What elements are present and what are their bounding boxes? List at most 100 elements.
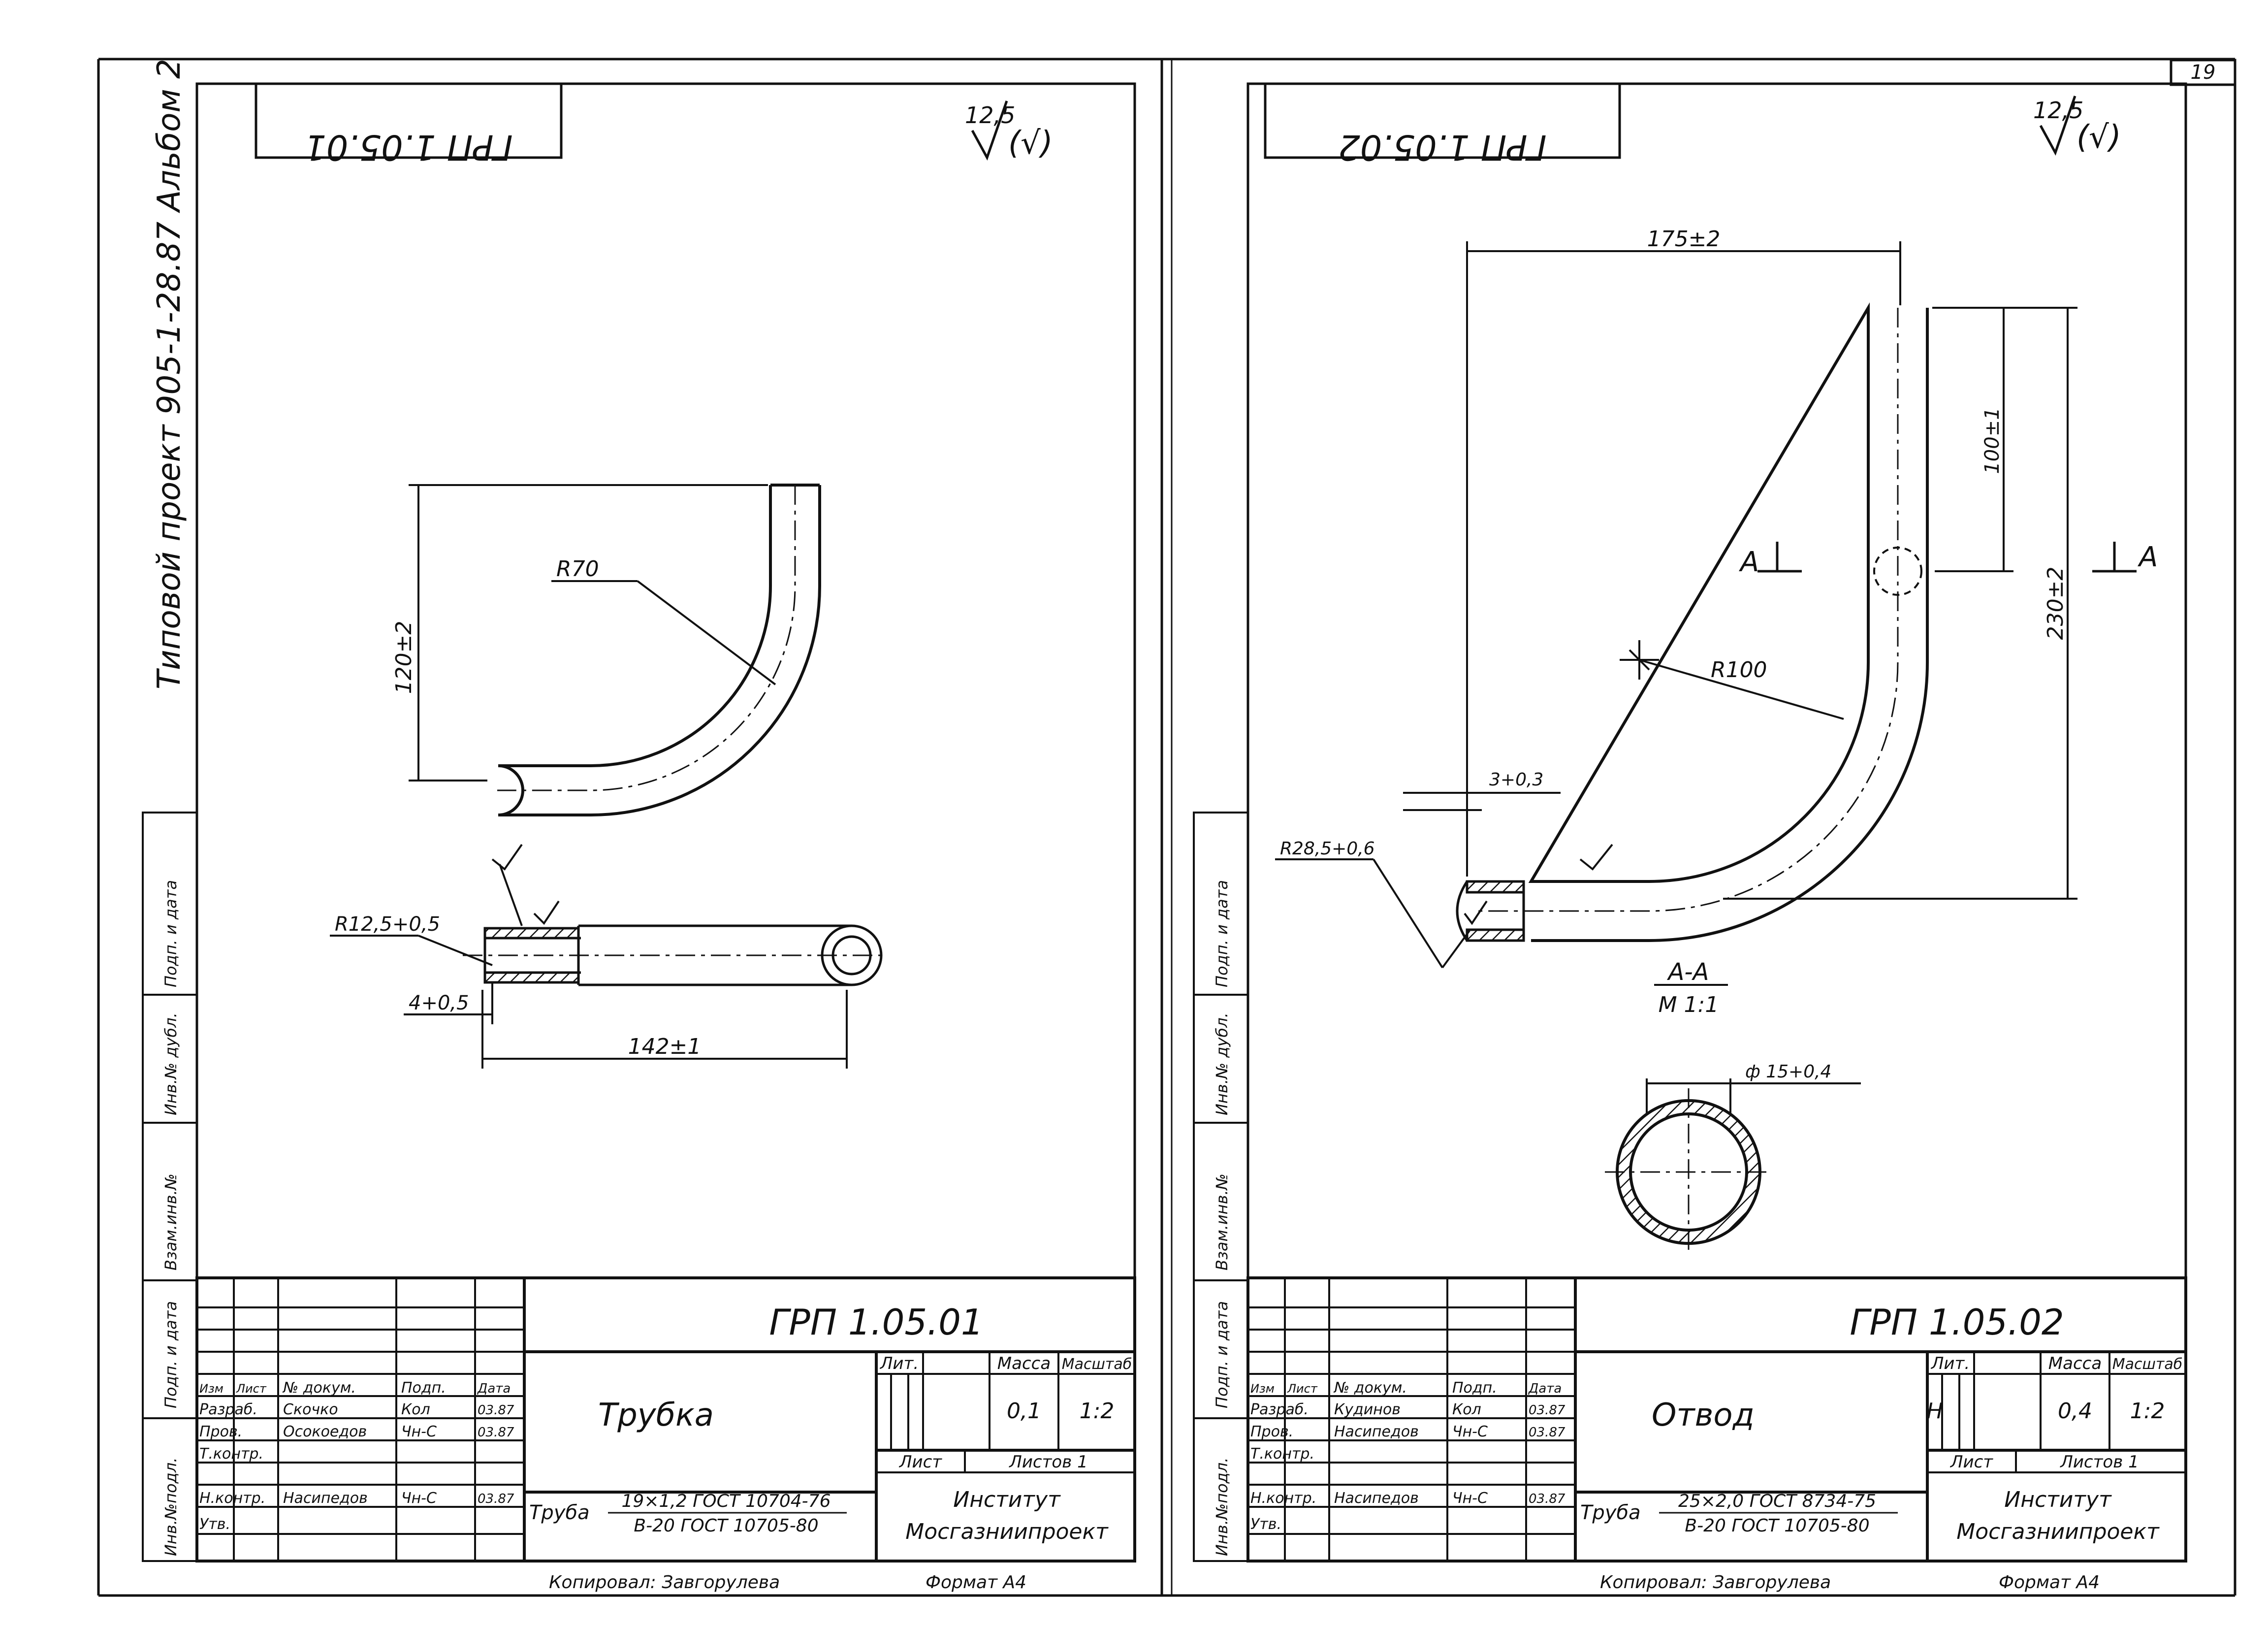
row-name-right-2: Насипедов [1334,1423,1419,1440]
format-right: Формат А4 [1999,1572,2100,1593]
part-name-left: Трубка [598,1397,714,1433]
stamp-label-left-1: Инв.№подл. [161,1458,180,1556]
row-sign-right-1: Кол [1452,1401,1481,1418]
row-name-left-1: Скочко [283,1401,338,1418]
material-top-left: 19×1,2 ГОСТ 10704-76 [622,1491,831,1511]
row-sign-left-2: Чн-С [401,1423,437,1440]
hdr-list-left: Лист [236,1382,267,1396]
top-code-box-left [255,82,563,159]
bent-tube-left [497,484,821,816]
dim-top-length-right [1466,241,1901,877]
hdr-izm-right: Изм [1250,1382,1275,1396]
copied-by-right: Копировал: Завгорулева [1600,1572,1831,1593]
stamp-label-right-3: Взам.инв.№ [1213,1173,1231,1270]
roughness-suffix-right: (√) [2076,119,2121,156]
doc-code-left: ГРП 1.05.01 [769,1302,983,1343]
dim-end-radius-label-right: R28,5+0,6 [1280,839,1375,859]
side-project-text: Типовой проект 905-1-28.87 Альбом 2 [151,59,188,689]
dim-offset-right [1403,792,1561,811]
outer-frame [97,58,2236,1597]
row-date-right-4: 03.87 [1529,1492,1565,1506]
title-block-left [195,1276,1136,1563]
dim-vertical-small-label-right: 100±1 [1981,407,2004,474]
dim-height-label-left: 120±2 [391,621,416,694]
dim-end-radius-label-left: R12,5+0,5 [335,913,440,936]
hdr-date-left: Дата [477,1381,511,1396]
top-code-box-right [1264,82,1621,159]
hdr-date-right: Дата [1528,1381,1562,1396]
section-mark-left-right: А [1739,546,1759,578]
dim-radius-label-left: R70 [556,556,599,582]
mass-label-right: Масса [2048,1354,2102,1373]
scale-label-left: Масштаб [1062,1356,1132,1373]
section-label-right: А-А [1667,958,1709,986]
title-block-right [1246,1276,2187,1563]
format-left: Формат А4 [926,1572,1026,1593]
weld-marks-left [491,844,560,926]
lit-label-left: Лит. [879,1354,919,1373]
stamp-label-left-5: Подп. и дата [161,880,180,987]
mass-value-left: 0,1 [1007,1399,1041,1424]
row-sign-left-1: Кол [401,1401,430,1418]
hdr-izm-left: Изм [199,1382,224,1396]
sheet-label-left: Лист [898,1452,942,1472]
mass-value-right: 0,4 [2058,1399,2092,1424]
row-name-left-4: Насипедов [283,1490,368,1507]
dim-top-length-label-right: 175±2 [1647,227,1721,252]
row-date-right-2: 03.87 [1529,1425,1565,1440]
row-date-right-1: 03.87 [1529,1403,1565,1418]
dim-offset-label-left: 4+0,5 [409,992,469,1014]
part-name-right: Отвод [1652,1397,1755,1433]
hdr-doc-right: № докум. [1333,1379,1407,1397]
page-number: 19 [2191,61,2216,84]
org-name-1-right: Институт [2004,1487,2112,1512]
dim-height-left [409,484,768,781]
row-date-left-4: 03.87 [478,1492,514,1506]
doc-code-right: ГРП 1.05.02 [1850,1302,2064,1343]
row-role-right-2: Пров. [1250,1423,1293,1440]
org-name-1-left: Институт [953,1487,1061,1512]
stamp-label-right-5: Подп. и дата [1213,880,1231,987]
copied-by-left: Копировал: Завгорулева [549,1572,780,1593]
mass-label-left: Масса [997,1354,1051,1373]
stamp-label-right-4: Инв.№ дубл. [1213,1012,1231,1115]
row-role-right-1: Разраб. [1250,1401,1309,1418]
material-top-right: 25×2,0 ГОСТ 8734-75 [1678,1491,1876,1511]
row-role-left-1: Разраб. [199,1401,257,1418]
row-role-left-5: Утв. [199,1516,230,1533]
lit-label-right: Лит. [1930,1354,1970,1373]
row-name-left-2: Осокоедов [283,1423,367,1440]
dim-end-radius-left [330,935,493,966]
dim-offset-label-right: 3+0,3 [1489,770,1543,790]
row-role-right-4: Н.контр. [1250,1490,1316,1507]
stamp-label-left-3: Взам.инв.№ [161,1173,180,1270]
row-name-right-1: Кудинов [1334,1401,1401,1418]
row-role-right-3: Т.контр. [1250,1445,1314,1463]
sheets-label-left: Листов 1 [1008,1452,1087,1472]
section-mark-right-right: А [2138,541,2158,573]
dim-radius-label-right: R100 [1711,657,1767,683]
row-role-left-4: Н.контр. [199,1490,265,1507]
dim-height-label-right: 230±2 [2043,567,2068,640]
row-date-left-1: 03.87 [478,1403,514,1418]
row-role-left-3: Т.контр. [199,1445,263,1463]
lit-value-right: Н [1926,1399,1943,1424]
scale-value-left: 1:2 [1080,1399,1115,1424]
sheet-right: ГРП 1.05.02 12,5 (√) 175±2 [1246,82,2187,1593]
sheets-label-right: Листов 1 [2059,1452,2139,1472]
row-role-right-5: Утв. [1250,1516,1281,1533]
roughness-mark-left [971,100,1008,161]
material-prefix-left: Труба [529,1501,590,1524]
hdr-doc-left: № докум. [282,1379,356,1397]
dim-length-left [481,990,848,1069]
roughness-value-left: 12,5 [965,102,1015,129]
hdr-sign-left: Подп. [401,1379,446,1397]
hdr-list-right: Лист [1287,1382,1318,1396]
row-sign-right-4: Чн-С [1452,1490,1488,1507]
dim-radius-right [1620,640,1844,720]
stamp-label-right-1: Инв.№подл. [1213,1458,1231,1556]
sheet-left-border [195,82,1136,1563]
weld-marks-right [1464,844,1613,925]
dim-end-radius-right [1275,858,1470,969]
